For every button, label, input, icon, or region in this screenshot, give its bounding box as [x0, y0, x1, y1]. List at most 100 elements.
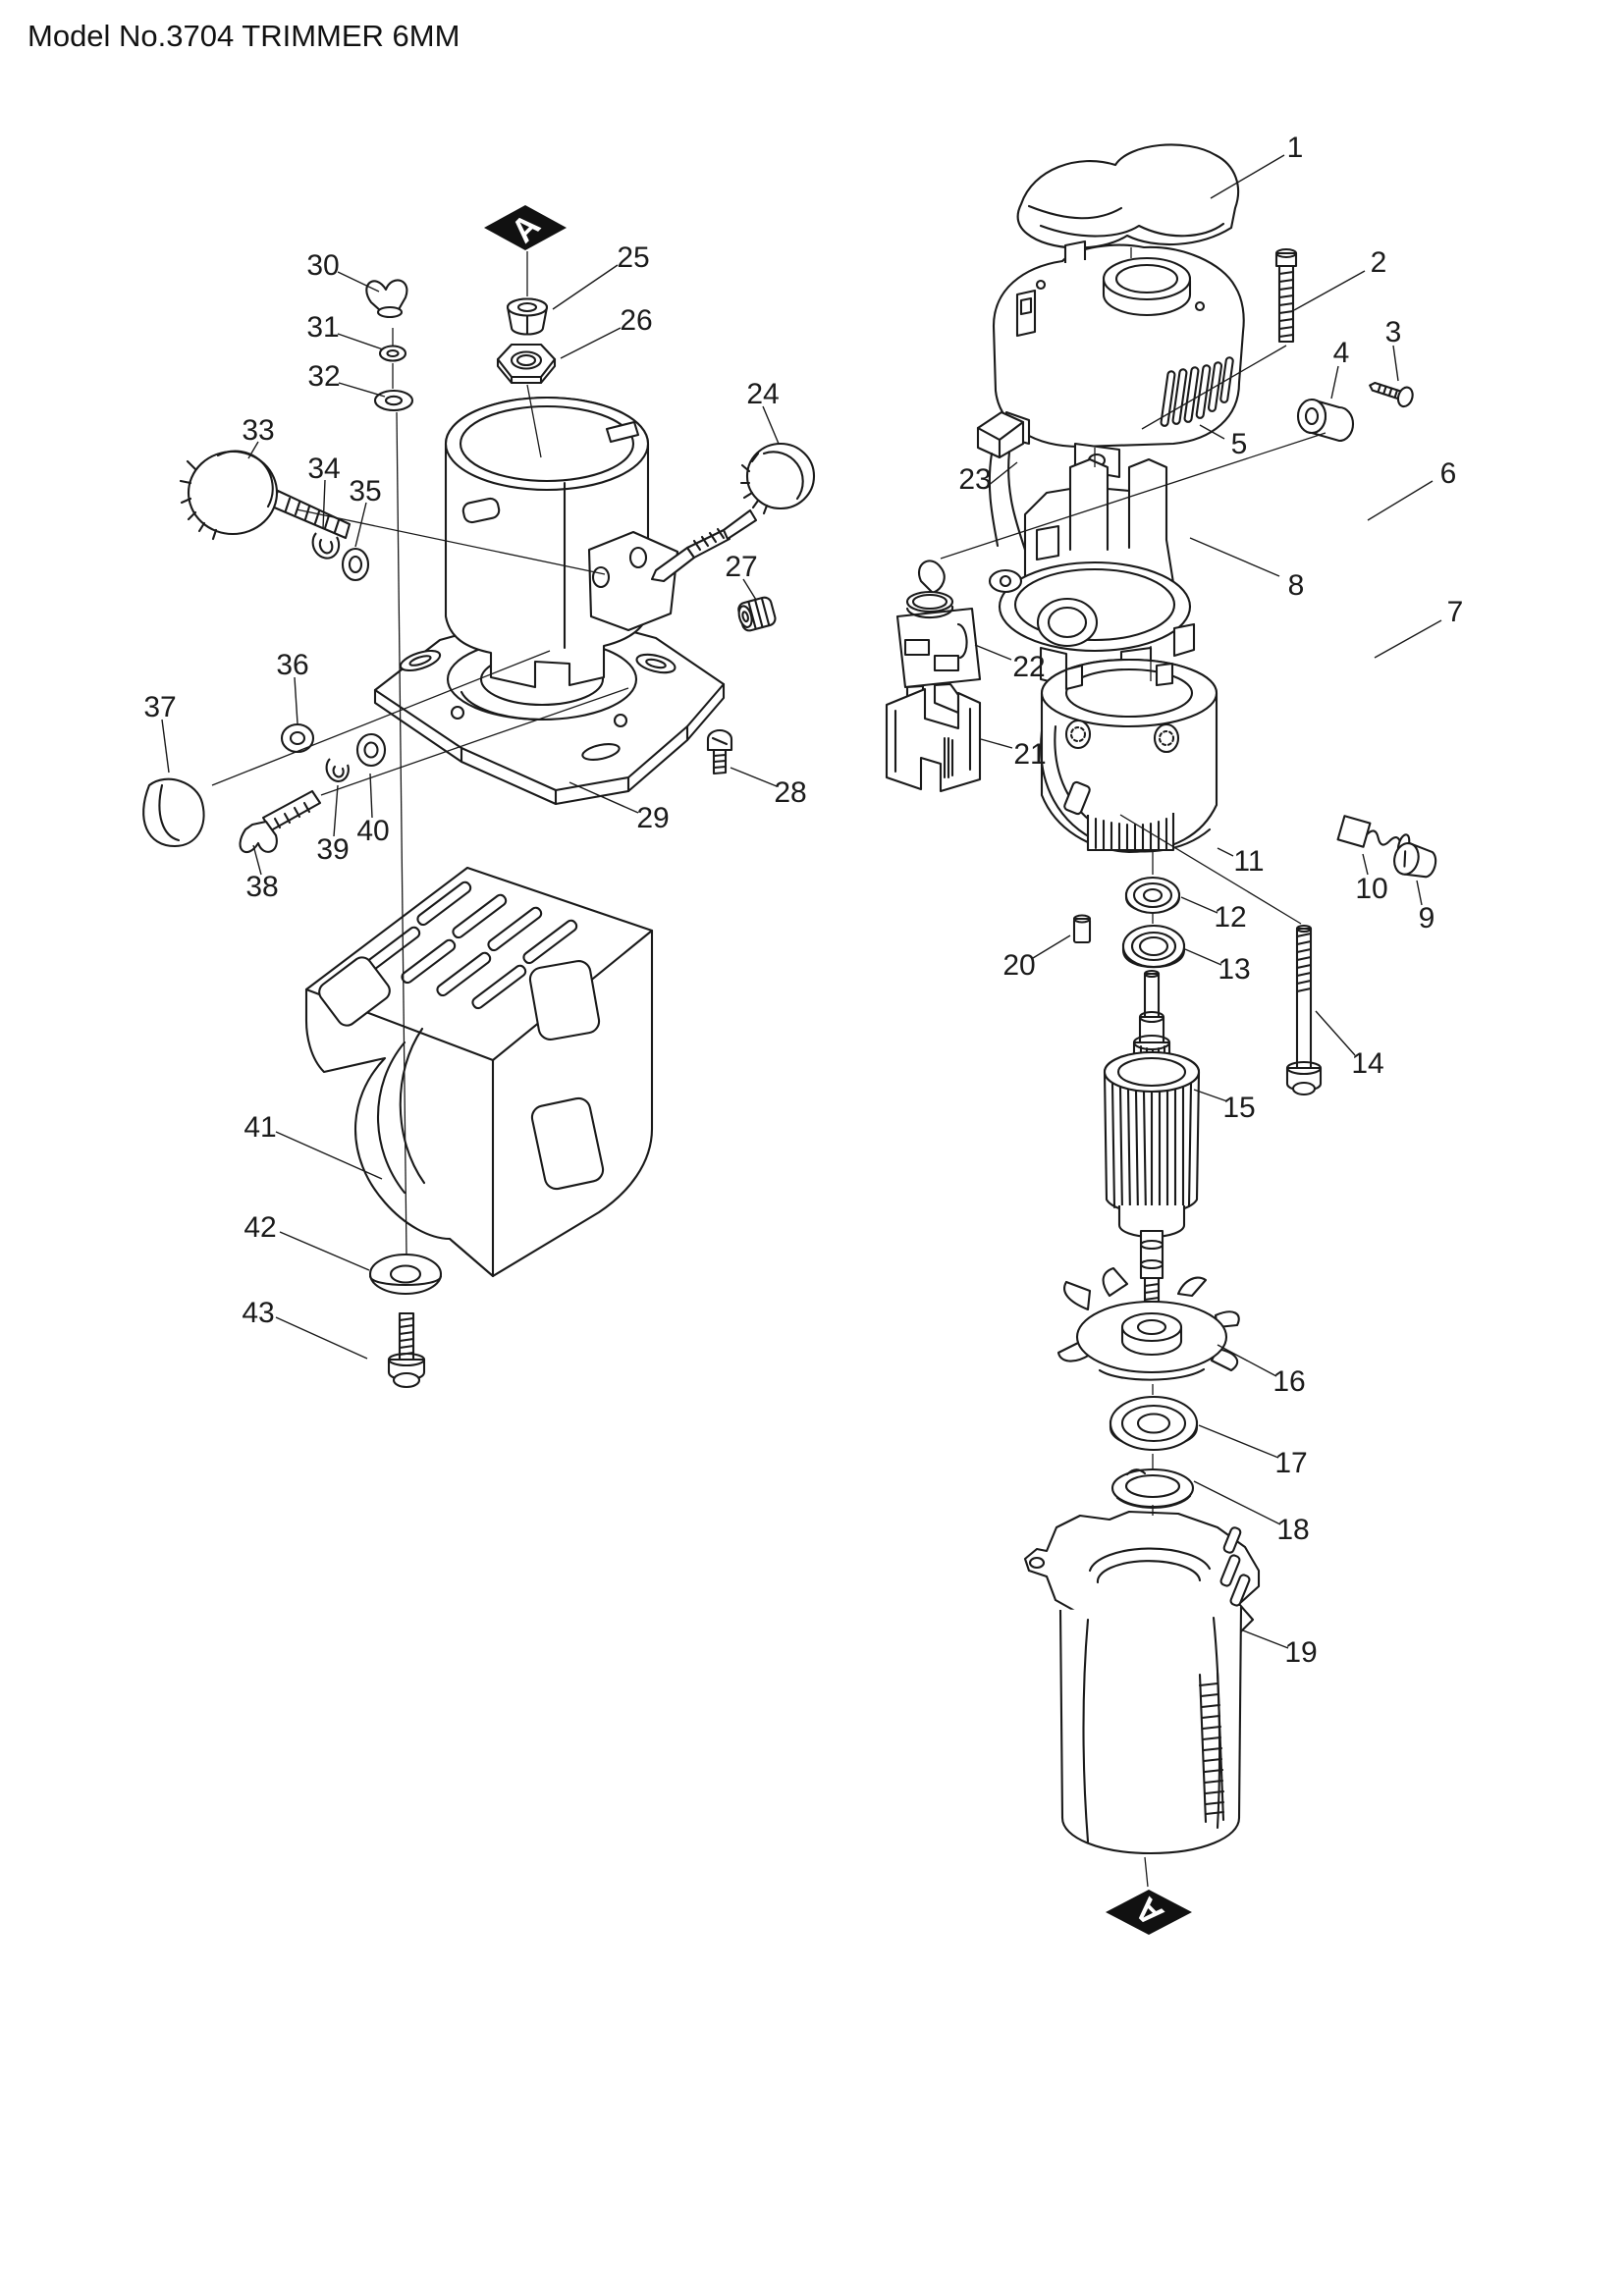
part-number-label-39: 39 — [316, 833, 349, 866]
leader-line-2 — [1293, 270, 1366, 311]
leader-line-15 — [1193, 1089, 1228, 1102]
part-number-label-18: 18 — [1276, 1514, 1309, 1546]
part-number-label-41: 41 — [244, 1111, 276, 1144]
leader-line-36 — [294, 676, 298, 724]
leader-line-7 — [1374, 619, 1442, 659]
part-number-label-23: 23 — [958, 463, 991, 496]
leader-line-39 — [333, 784, 339, 837]
part-32-washer-drawing — [373, 389, 414, 412]
part-15-armature-drawing — [1103, 969, 1201, 1304]
leader-line-18 — [1193, 1480, 1281, 1525]
part-22-switch-drawing — [895, 560, 982, 715]
leader-line-25 — [552, 264, 619, 310]
leader-line-21 — [980, 738, 1013, 749]
leader-line-3 — [1392, 345, 1399, 382]
leader-line-27 — [742, 578, 757, 601]
part-number-label-2: 2 — [1371, 246, 1387, 279]
part-24-body-cylinder-drawing — [444, 396, 679, 689]
part-39-spring-washer-drawing — [325, 758, 350, 782]
part-number-label-17: 17 — [1274, 1447, 1307, 1479]
part-number-label-13: 13 — [1218, 953, 1250, 986]
part-number-label-26: 26 — [620, 304, 652, 337]
leader-line-37 — [161, 719, 170, 774]
part-number-label-19: 19 — [1284, 1636, 1317, 1669]
leader-lines — [161, 154, 1442, 1649]
leader-line-10 — [1362, 853, 1369, 876]
view-marker-a-top: A — [484, 205, 567, 250]
leader-line-38 — [252, 844, 262, 876]
leader-line-1 — [1210, 154, 1285, 199]
part-number-label-43: 43 — [242, 1297, 274, 1329]
page-title: Model No.3704 TRIMMER 6MM — [27, 19, 460, 53]
part-number-label-4: 4 — [1333, 337, 1350, 369]
part-number-label-8: 8 — [1288, 569, 1305, 602]
leader-line-20 — [1032, 934, 1071, 959]
cover-vent-slots — [365, 881, 578, 1010]
part-16-fan-drawing — [1056, 1266, 1240, 1381]
part-40-washer-drawing — [355, 732, 387, 768]
part-number-label-34: 34 — [307, 453, 340, 485]
part-26-hex-nut-drawing — [496, 343, 557, 385]
part-number-label-37: 37 — [143, 691, 176, 723]
part-number-label-36: 36 — [276, 649, 308, 681]
part-37-lock-knob-drawing — [142, 777, 205, 848]
part-number-label-27: 27 — [725, 551, 757, 583]
part-number-label-14: 14 — [1351, 1047, 1383, 1080]
part-number-label-35: 35 — [349, 475, 381, 507]
leader-line-22 — [974, 644, 1012, 661]
leader-line-24 — [762, 405, 780, 445]
leader-line-9 — [1416, 880, 1423, 906]
part-20-pin-drawing — [1072, 914, 1092, 944]
part-24-knob-drawing — [650, 442, 816, 583]
part-number-label-28: 28 — [774, 776, 806, 809]
view-marker-a-bottom: A — [1106, 1890, 1192, 1935]
part-28-screw-drawing — [706, 728, 733, 775]
part-3-screw-drawing — [1369, 381, 1414, 408]
assembly-axis-lines — [211, 247, 1326, 1888]
part-number-label-32: 32 — [307, 360, 340, 393]
part-number-label-12: 12 — [1214, 901, 1246, 934]
leader-line-42 — [279, 1231, 370, 1271]
part-36-washer-drawing — [280, 722, 315, 754]
part-number-label-25: 25 — [617, 241, 649, 274]
leader-line-14 — [1315, 1010, 1356, 1056]
part-number-label-33: 33 — [242, 414, 274, 447]
leader-line-6 — [1367, 480, 1434, 521]
part-number-label-10: 10 — [1355, 873, 1387, 905]
part-12-bearing-drawing — [1124, 876, 1181, 915]
housing-vent-slots — [1160, 356, 1234, 427]
part-42-washer-drawing — [368, 1253, 443, 1296]
leader-line-32 — [338, 382, 386, 398]
part-number-label-9: 9 — [1419, 902, 1435, 934]
part-41-cover-drawing — [304, 866, 654, 1278]
part-number-label-5: 5 — [1231, 428, 1248, 460]
leader-line-23 — [987, 461, 1018, 487]
part-19-motor-housing-drawing — [1023, 1510, 1261, 1855]
part-number-label-6: 6 — [1440, 457, 1457, 490]
part-2-screw-drawing — [1274, 247, 1298, 344]
part-17-bearing-drawing — [1109, 1395, 1199, 1452]
part-number-label-20: 20 — [1002, 949, 1035, 982]
part-number-label-40: 40 — [356, 815, 389, 847]
part-21-switch-holder-drawing — [885, 687, 982, 793]
part-34-spring-washer-drawing — [311, 532, 341, 560]
leader-line-19 — [1242, 1629, 1289, 1649]
leader-line-30 — [337, 271, 380, 293]
part-18-curved-washer-drawing — [1110, 1468, 1195, 1509]
leader-line-11 — [1217, 847, 1234, 857]
leader-line-35 — [354, 502, 367, 548]
leader-line-43 — [275, 1316, 368, 1360]
part-33-knob-bolt-drawing — [179, 450, 352, 541]
part-11-field-stator-drawing — [1040, 658, 1218, 854]
part-30-wing-nut-drawing — [365, 279, 408, 319]
leader-line-31 — [337, 333, 384, 350]
part-number-label-29: 29 — [636, 802, 669, 834]
leader-line-4 — [1330, 365, 1339, 400]
leader-line-40 — [369, 773, 373, 819]
housing-diagonal-vents — [1219, 1526, 1251, 1607]
part-number-label-22: 22 — [1012, 651, 1045, 683]
leader-line-33 — [247, 441, 259, 459]
part-14-bolt-drawing — [1285, 924, 1323, 1096]
leader-line-29 — [568, 781, 639, 814]
